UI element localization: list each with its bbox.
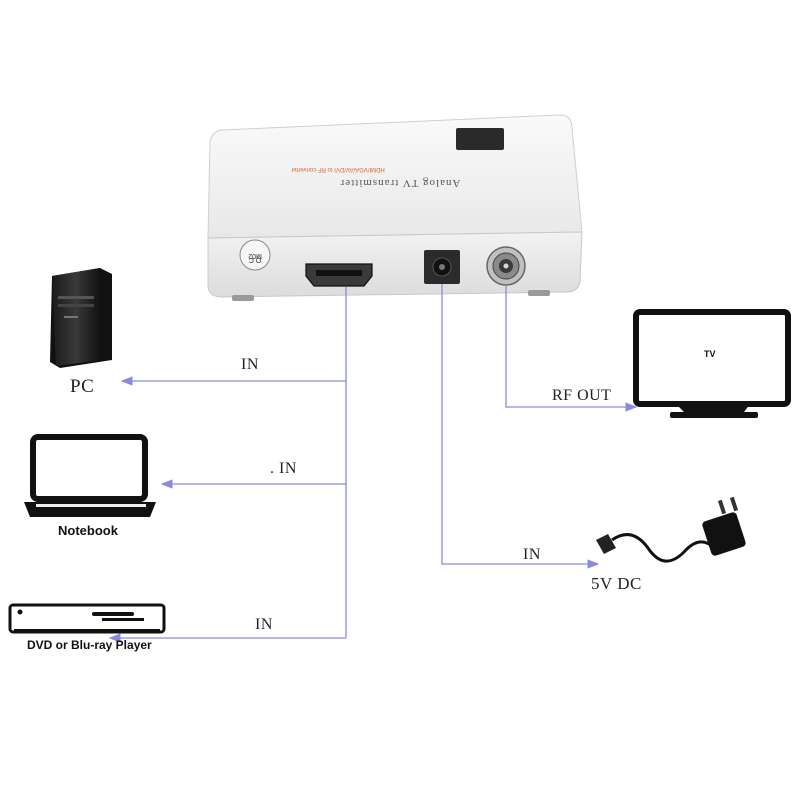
device-small-text: HDMI/VGA/AV/DVI to RF converter — [291, 166, 385, 172]
tv-icon — [633, 309, 791, 418]
connection-lines — [108, 284, 638, 643]
notebook-label: Notebook — [58, 523, 118, 538]
qc-sticker — [239, 239, 271, 271]
dvd-label: DVD or Blu-ray Player — [27, 638, 152, 652]
dvd-in-label: IN — [255, 616, 273, 633]
pc-tower-icon — [50, 268, 112, 368]
transmitter-device: HDMI/VGA/AV/DVI to RF converter Analog T… — [207, 114, 583, 301]
rf-out-label: RF OUT — [552, 387, 612, 404]
qc-label: Q.C — [249, 256, 261, 263]
dc-jack-port[interactable] — [424, 250, 460, 284]
rf-line — [505, 286, 638, 412]
power-adapter-icon — [596, 496, 746, 563]
power-line — [441, 284, 600, 569]
rf-coax-port[interactable] — [486, 246, 526, 286]
qc-sub-label: M02 — [248, 252, 262, 259]
dvd-player-icon — [8, 603, 166, 634]
power-label: 5V DC — [591, 574, 642, 593]
pc-in-label: IN — [241, 356, 259, 373]
tv-screen-label: TV — [704, 349, 716, 359]
notebook-icon — [24, 434, 156, 517]
notebook-in-label: . IN — [270, 460, 297, 477]
device-name-text: Analog TV transmitter — [340, 177, 461, 189]
power-in-label: IN — [523, 546, 541, 563]
hdmi-port[interactable] — [305, 263, 373, 287]
power-switch[interactable] — [456, 128, 504, 150]
pc-label: PC — [70, 376, 95, 397]
